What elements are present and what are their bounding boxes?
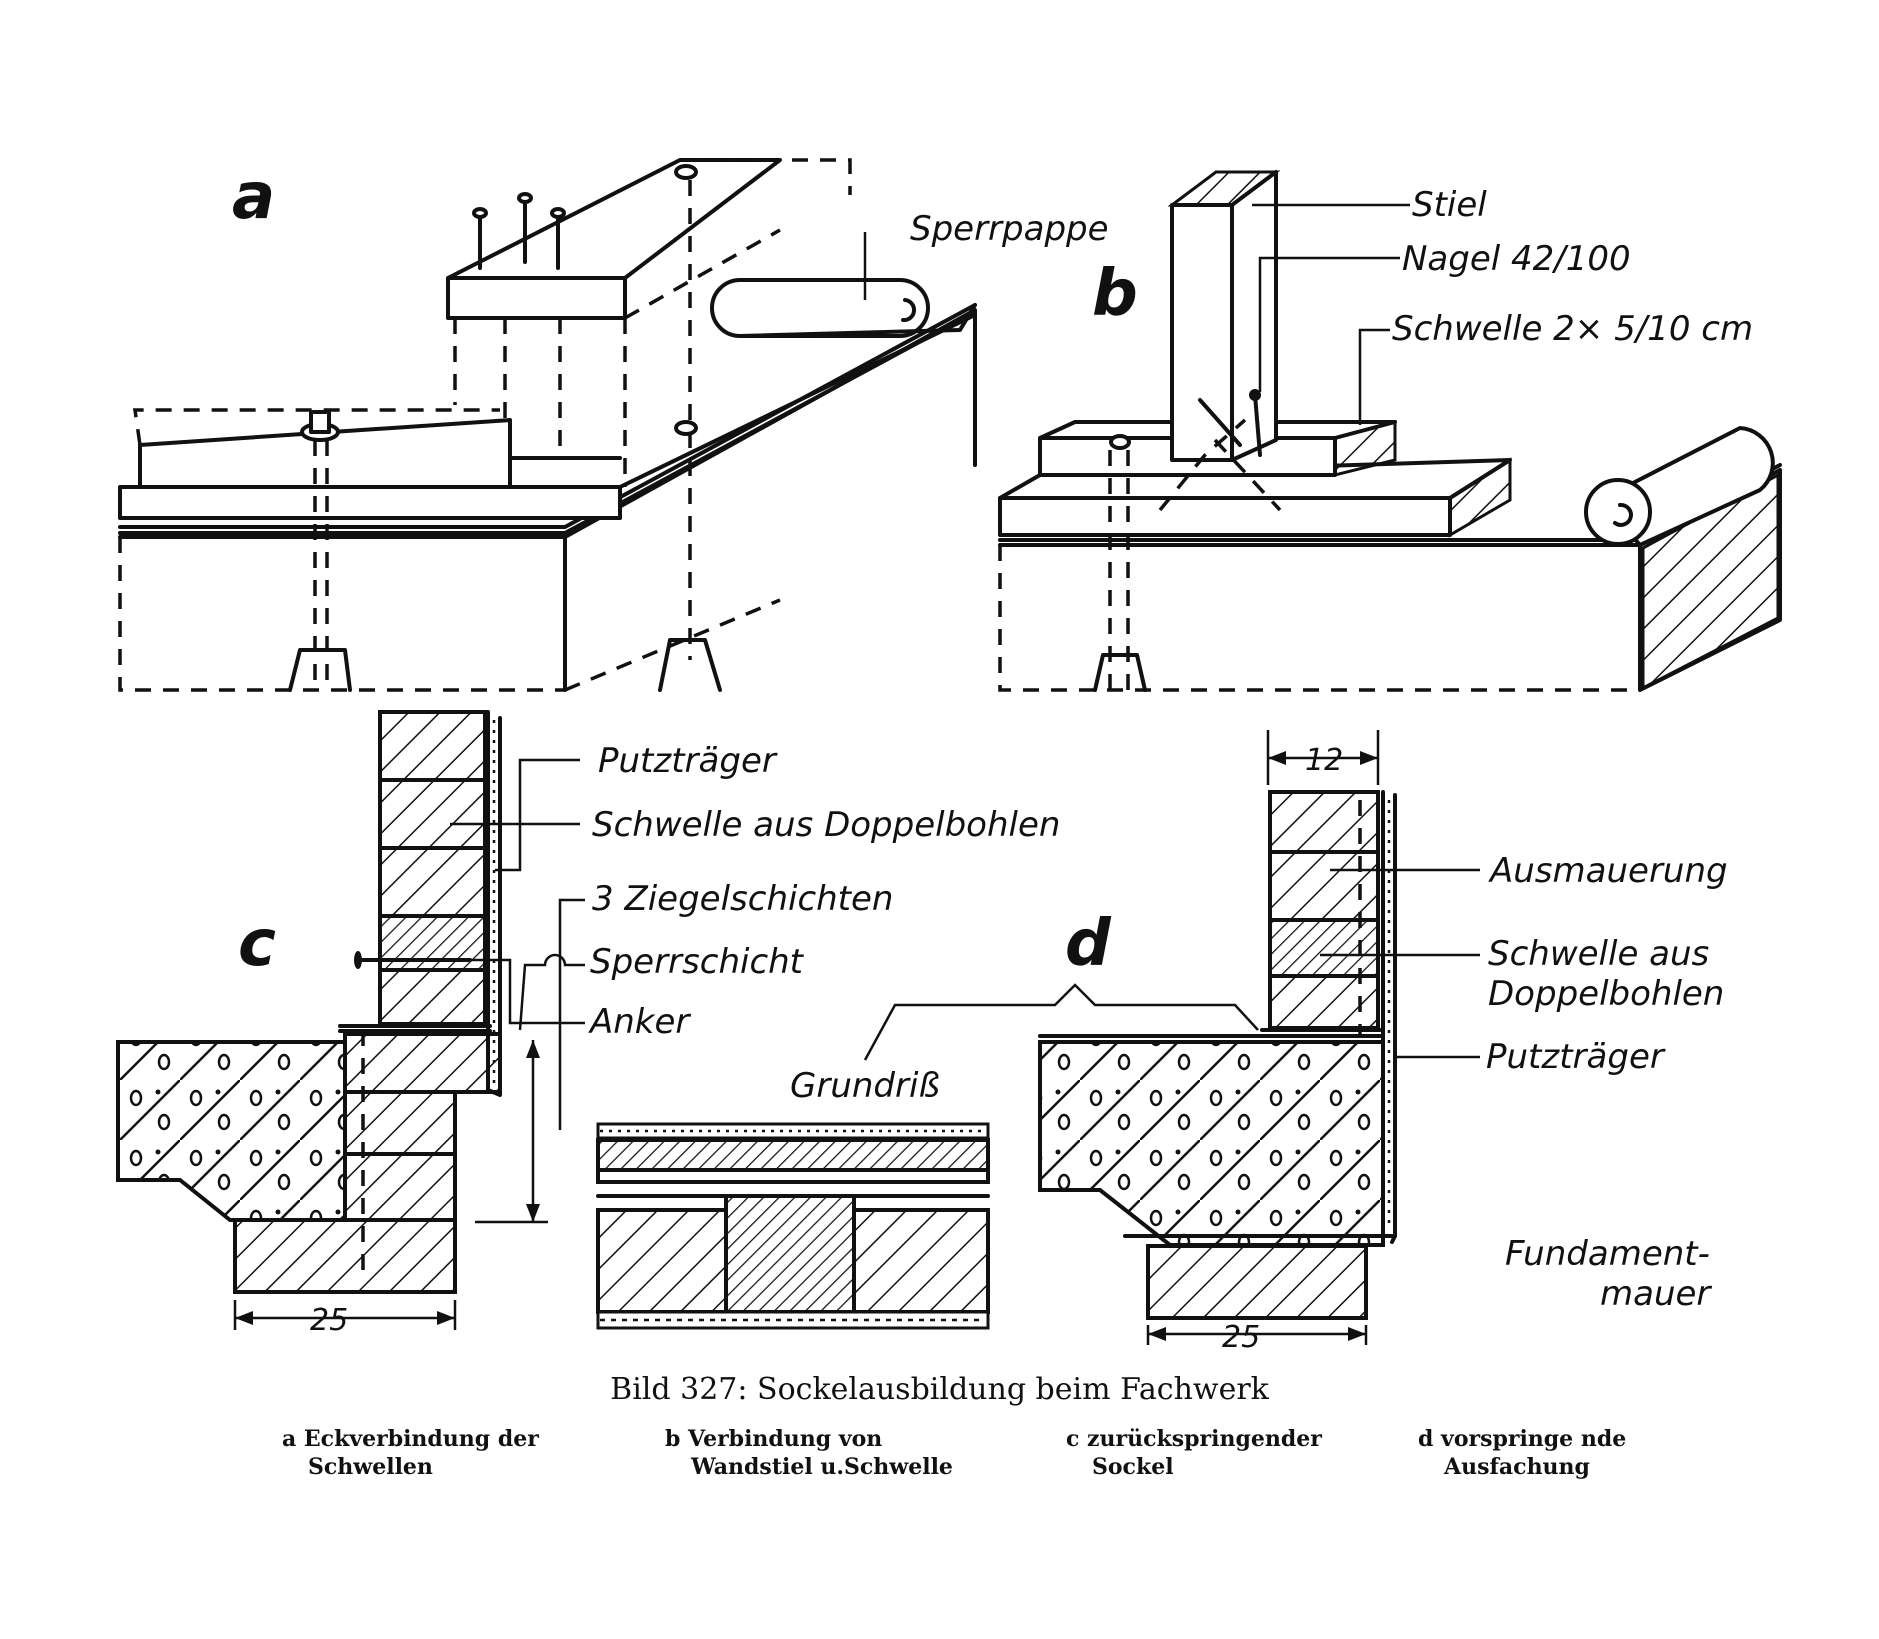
footing-c xyxy=(233,1218,457,1294)
panel-b: b xyxy=(998,170,1782,692)
guide-lines-a xyxy=(453,180,692,660)
panel-a: a xyxy=(118,158,1109,692)
label-nagel: Nagel 42/100 xyxy=(1402,239,1631,279)
sill-upper-a xyxy=(138,418,512,489)
roll-icon xyxy=(710,278,977,338)
grundriss-brick-left xyxy=(596,1208,728,1314)
caption-item-a: a Eckverbindung der Schwellen xyxy=(282,1426,539,1480)
grundriss-post xyxy=(724,1194,856,1314)
sill-b xyxy=(998,496,1452,537)
label-ausmauerung: Ausmauerung xyxy=(1488,851,1728,891)
caption-item-b: b Verbindung von Wandstiel u.Schwelle xyxy=(665,1426,953,1480)
wall-layer-1-d xyxy=(1268,790,1380,854)
panel-letter-b: b xyxy=(1092,257,1138,331)
dim-vertical-c xyxy=(475,1040,548,1224)
figure-caption: Bild 327: Sockelausbildung beim Fachwerk xyxy=(610,1372,1269,1407)
panel-c: c 25 xyxy=(116,710,1060,1338)
panel-letter-d: d xyxy=(1065,907,1112,981)
leader-putztraeger-c xyxy=(495,758,580,872)
anchor-icon xyxy=(354,951,472,1280)
label-fundament-2: mauer xyxy=(1600,1274,1712,1314)
leader-ziegel xyxy=(558,898,585,1130)
caption-item-c: c zurückspringender Sockel xyxy=(1066,1426,1322,1480)
panel-grundriss: Grundriß xyxy=(596,983,1259,1330)
label-schwelle-b: Schwelle 2× 5/10 cm xyxy=(1392,309,1753,349)
leader-nagel xyxy=(1258,256,1400,392)
raised-sill-a xyxy=(446,276,627,320)
panel-d: d 12 25 Ausmauerung Schwelle aus Doppelb… xyxy=(1038,730,1728,1355)
sill-layer-d xyxy=(1268,918,1380,978)
label-anker: Anker xyxy=(588,1002,691,1042)
base-course-1-c xyxy=(343,1032,502,1094)
label-schwelle-d-1: Schwelle aus xyxy=(1488,934,1709,974)
plaster-carrier-d xyxy=(1381,790,1397,1238)
roll-icon xyxy=(1584,426,1775,547)
damp-course-d xyxy=(1038,1028,1382,1038)
post-stiel xyxy=(1170,203,1234,462)
label-schwelle-c: Schwelle aus Doppelbohlen xyxy=(592,805,1060,845)
nail-icon xyxy=(472,192,566,270)
sill-lower-a xyxy=(118,485,622,520)
grundriss-brick-right xyxy=(852,1208,990,1314)
bolt-icon xyxy=(288,410,352,692)
panel-letter-a: a xyxy=(232,160,275,234)
label-putztraeger-d: Putzträger xyxy=(1486,1037,1666,1077)
damp-course-c xyxy=(338,1024,492,1033)
dim-25-c xyxy=(233,1300,457,1330)
label-sperrschicht: Sperrschicht xyxy=(590,942,805,982)
label-ziegel: 3 Ziegelschichten xyxy=(592,879,893,919)
footing-d xyxy=(1146,1244,1368,1320)
anchor-icon xyxy=(658,164,722,692)
leader-anker xyxy=(470,958,585,1025)
dim-label-12-d: 12 xyxy=(1305,743,1343,778)
anchor-icon xyxy=(1093,434,1147,692)
dim-25-d xyxy=(1146,1325,1368,1345)
dim-label-25-d: 25 xyxy=(1222,1320,1260,1355)
foundation-dashed-a xyxy=(118,310,977,692)
panel-letter-c: c xyxy=(238,907,276,981)
wall-layer-1-c xyxy=(378,710,487,782)
label-stiel: Stiel xyxy=(1412,185,1487,225)
leader-sperrschicht xyxy=(518,953,585,1031)
dim-label-25-c: 25 xyxy=(310,1303,348,1338)
label-grundriss: Grundriß xyxy=(790,1066,940,1106)
leader-schwelle xyxy=(1358,328,1390,425)
grundriss-sill xyxy=(596,1138,990,1172)
nail-icon xyxy=(1198,389,1262,457)
dim-12-d xyxy=(1266,730,1380,785)
label-schwelle-d-2: Doppelbohlen xyxy=(1488,974,1724,1014)
label-fundament-1: Fundament- xyxy=(1505,1234,1710,1274)
caption-item-d: d vorspringe nde Ausfachung xyxy=(1418,1426,1627,1480)
leader-grundriss xyxy=(863,983,1259,1061)
foundation-d xyxy=(1038,1040,1385,1247)
label-putztraeger-c: Putzträger xyxy=(598,741,778,781)
plaster-carrier-c xyxy=(486,710,502,1097)
label-sperrpappe: Sperrpappe xyxy=(910,209,1109,249)
ground-c xyxy=(116,1040,347,1222)
